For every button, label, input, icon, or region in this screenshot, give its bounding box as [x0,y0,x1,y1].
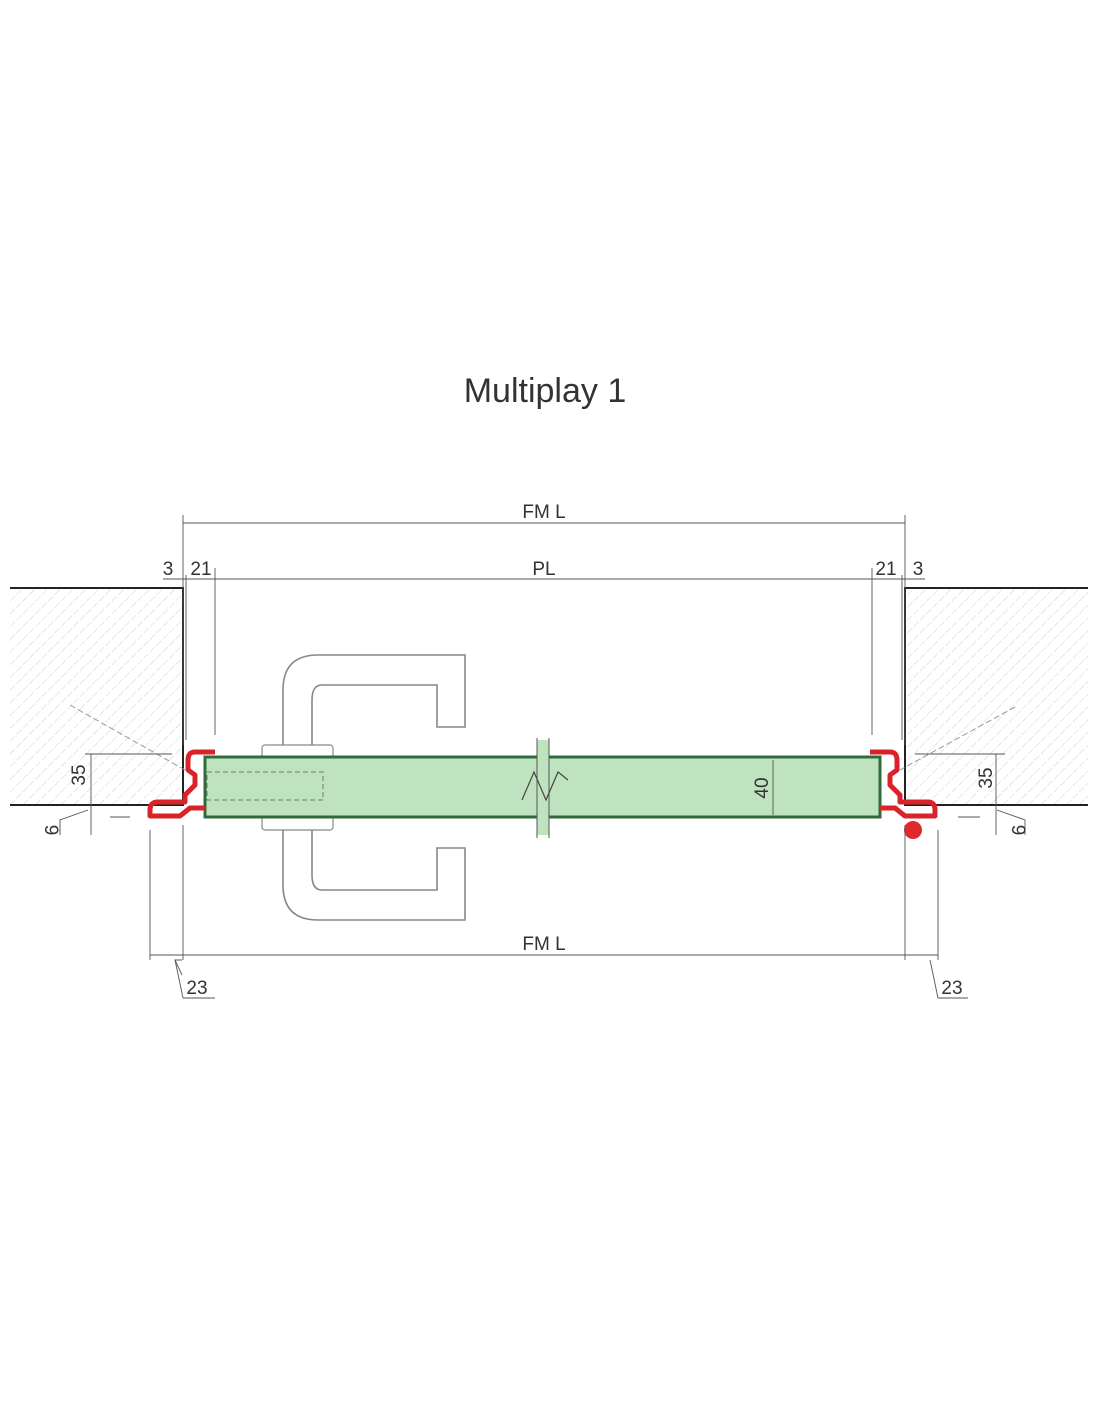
dim-top-overall: FM L [522,502,565,523]
dim-left-frame: 21 [190,559,211,580]
dim-right-depth: 35 [976,767,997,788]
dim-left-depth: 35 [69,764,90,785]
dim-left-offset: 9 [40,825,61,836]
dim-left-gap: 3 [163,559,174,580]
dim-door-thickness: 40 [752,777,773,798]
dim-right-gap: 3 [913,559,924,580]
dim-panel-width: PL [532,559,555,580]
door-panel [203,738,882,838]
dim-bottom-overall: FM L [522,934,565,955]
dim-right-offset: 9 [1007,825,1028,836]
dimension-lines [59,515,1026,999]
left-frame-profile [147,749,215,819]
right-frame-profile [870,749,938,839]
dim-left-flange: 23 [186,978,207,999]
dim-right-flange: 23 [941,978,962,999]
drawing-title: Multiplay 1 [464,372,627,410]
dim-right-frame: 21 [875,559,896,580]
left-wall [10,587,186,806]
